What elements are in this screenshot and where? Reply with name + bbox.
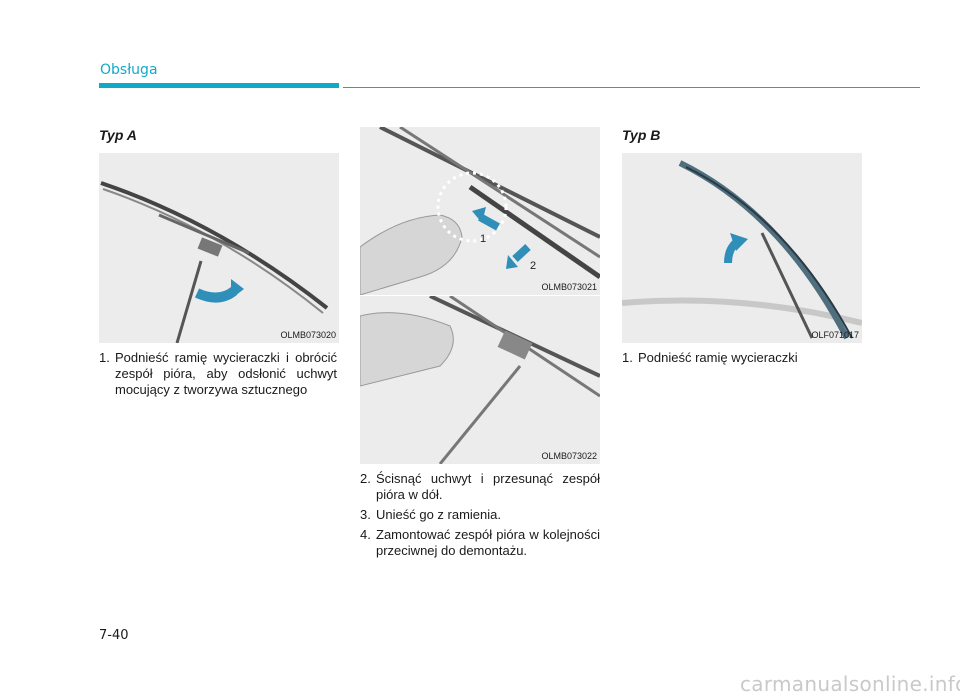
figure-code: OLMB073020 bbox=[280, 330, 336, 340]
figure-code: OLMB073022 bbox=[541, 451, 597, 461]
step-number: 1. bbox=[622, 350, 633, 365]
header-rule-accent bbox=[99, 83, 339, 88]
hand-clip-illustration: 1 2 bbox=[360, 127, 600, 295]
step-text: Podnieść ramię wycieraczki i obró­cić ze… bbox=[115, 350, 337, 397]
step-text: Podnieść ramię wycieraczki bbox=[638, 350, 798, 365]
figure-squeeze-clip: 1 2 OLMB073021 bbox=[360, 127, 600, 295]
type-a-heading: Typ A bbox=[99, 127, 137, 143]
arrow-2-icon bbox=[512, 244, 531, 262]
rotate-arrow-icon bbox=[194, 286, 238, 303]
step-b1: 1. Podnieść ramię wycieraczki bbox=[622, 350, 860, 366]
page-number: 7-40 bbox=[99, 628, 129, 643]
header-rule bbox=[343, 87, 920, 88]
wiper-blade-illustration bbox=[100, 181, 329, 343]
figure-code: OLF071017 bbox=[811, 330, 859, 340]
figure-type-a-lift-arm: OLMB073020 bbox=[99, 153, 339, 343]
step-2: 2. Ścisnąć uchwyt i przesunąć zespół pió… bbox=[360, 471, 600, 503]
callout-1: 1 bbox=[480, 233, 486, 245]
step-4: 4. Zamontować zespół pióra w kolej­ności… bbox=[360, 527, 600, 559]
step-number: 4. bbox=[360, 527, 371, 542]
figure-remove-blade: OLMB073022 bbox=[360, 296, 600, 464]
step-number: 2. bbox=[360, 471, 371, 486]
wiper-b-illustration bbox=[622, 160, 862, 340]
section-title: Obsługa bbox=[100, 62, 158, 78]
step-3: 3. Unieść go z ramienia. bbox=[360, 507, 600, 523]
type-b-heading: Typ B bbox=[622, 127, 661, 143]
step-text: Ścisnąć uchwyt i przesunąć zespół pióra … bbox=[376, 471, 600, 502]
step-number: 1. bbox=[99, 350, 110, 365]
figure-code: OLMB073021 bbox=[541, 282, 597, 292]
remove-blade-illustration bbox=[360, 296, 600, 464]
step-text: Unieść go z ramienia. bbox=[376, 507, 501, 522]
callout-2: 2 bbox=[530, 260, 536, 272]
step-a1: 1. Podnieść ramię wycieraczki i obró­cić… bbox=[99, 350, 337, 398]
watermark: carmanualsonline.info bbox=[740, 672, 960, 696]
figure-type-b-lift-arm: OLF071017 bbox=[622, 153, 862, 343]
step-number: 3. bbox=[360, 507, 371, 522]
step-text: Zamontować zespół pióra w kolej­ności pr… bbox=[376, 527, 600, 558]
